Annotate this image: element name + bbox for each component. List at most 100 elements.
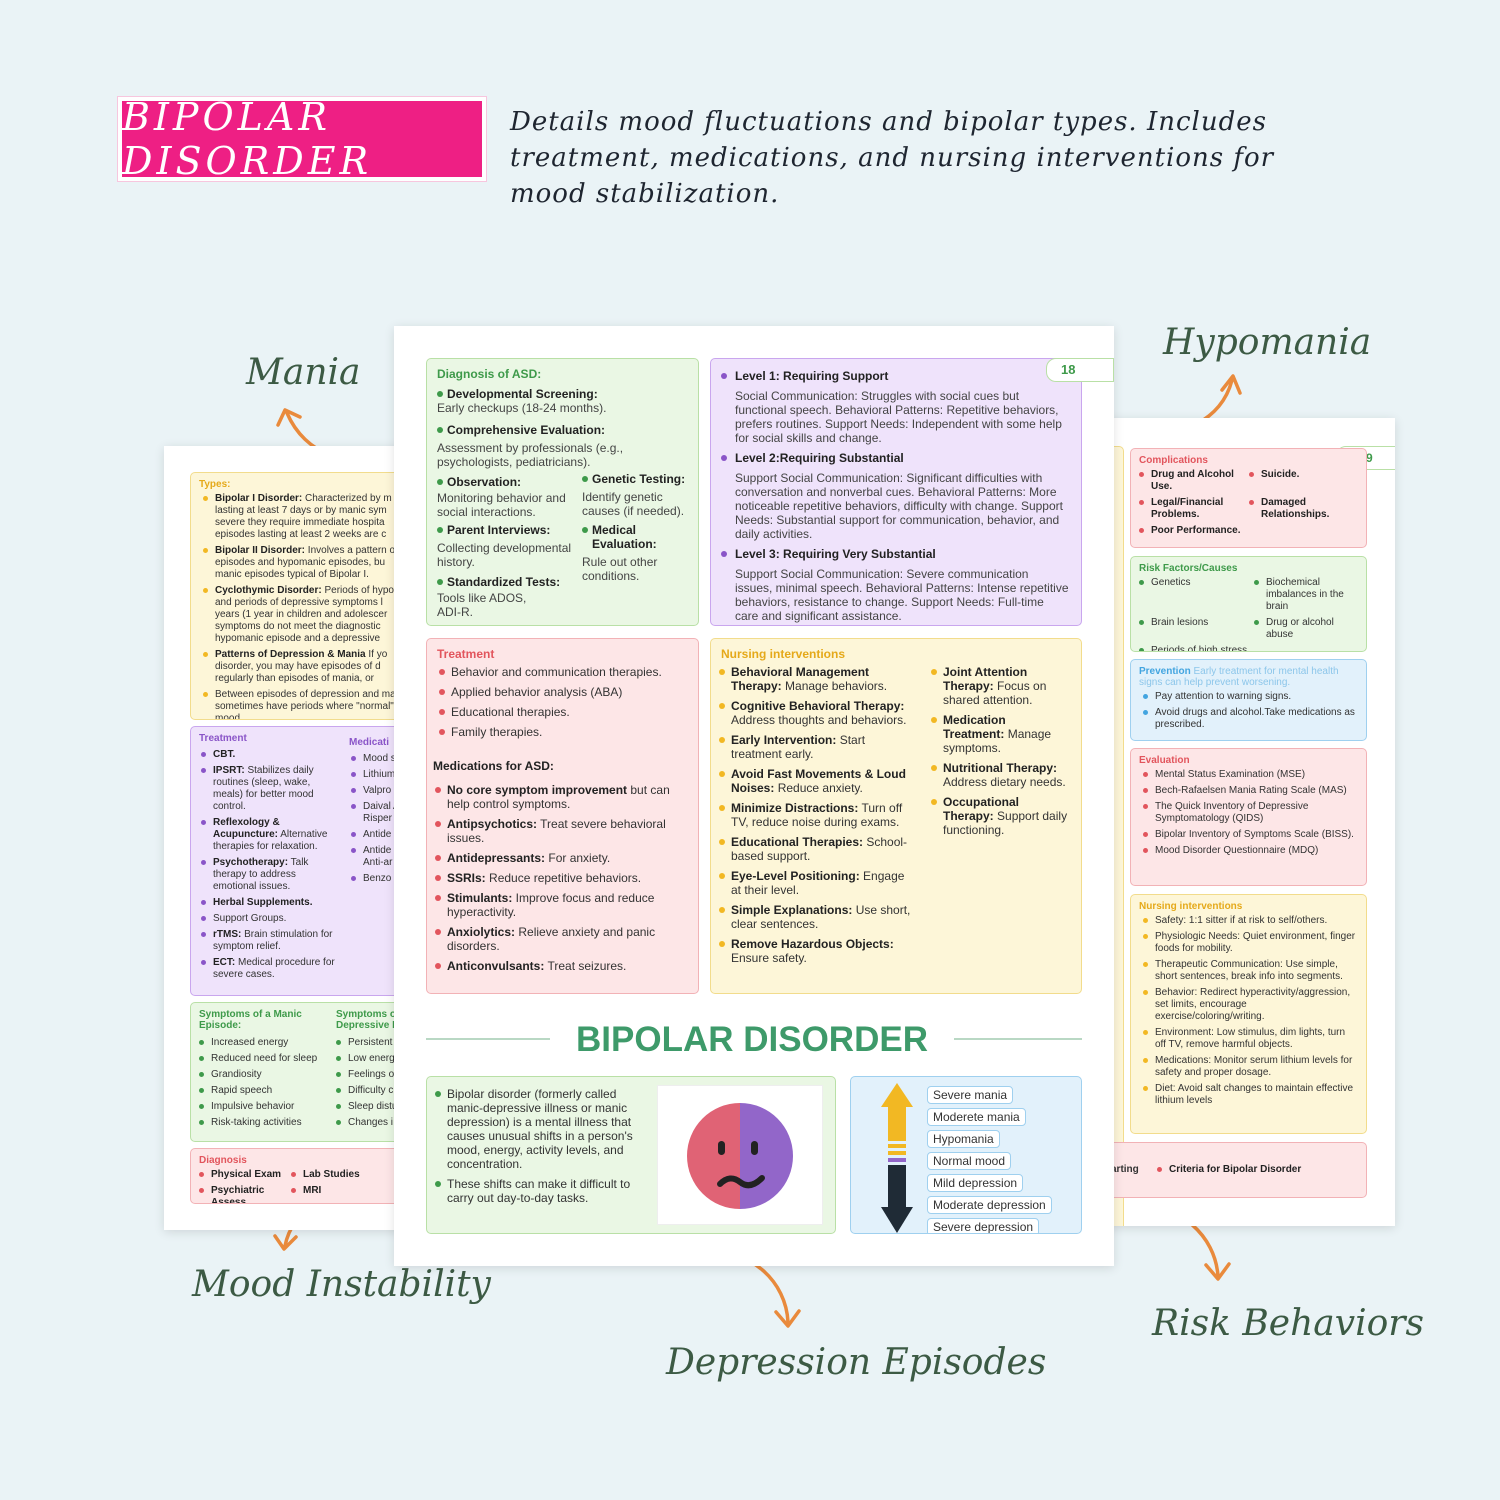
item-label: rTMS:	[213, 929, 242, 940]
item-text: Stabilizes daily routines (sleep, wake, …	[213, 765, 314, 812]
annotation-hypomania: Hypomania	[1163, 322, 1372, 363]
list-item: Eye-Level Positioning: Engage at their l…	[717, 869, 917, 897]
symptoms-box: Symptoms of a Manic Episode: Increased e…	[190, 1002, 404, 1142]
list-item: Behavior: Redirect hyperactivity/aggress…	[1141, 987, 1356, 1023]
item-text: Reduce repetitive behaviors.	[485, 871, 642, 885]
list-item: Psychiatric Assess	[197, 1185, 289, 1204]
criteria-item: Criteria for Bipolar Disorder	[1169, 1164, 1302, 1175]
center-nursing-heading: Nursing interventions	[721, 647, 846, 661]
list-item: Support Groups.	[199, 913, 339, 925]
item-label: Nutritional Therapy:	[943, 761, 1058, 775]
list-item: rTMS: Brain stimulation for symptom reli…	[199, 929, 339, 953]
list-item: SSRIs: Reduce repetitive behaviors.	[433, 871, 692, 885]
list-item: Family therapies.	[437, 725, 688, 739]
list-item: Drug or alcohol abuse	[1252, 617, 1362, 641]
right-sheet: 19 Complications Drug and Alcohol Use.Su…	[1106, 418, 1395, 1226]
item-text: Characterized by m lasting at least 7 da…	[215, 493, 392, 540]
annotation-risk-behaviors: Risk Behaviors	[1152, 1303, 1424, 1344]
list-item: Difficulty c	[334, 1085, 404, 1097]
list-item: Reduced need for sleep	[197, 1053, 332, 1065]
list-item: Bech-Rafaelsen Mania Rating Scale (MAS)	[1141, 785, 1356, 797]
arrow-hypomania-head	[1220, 374, 1242, 395]
asd-med-text: Rule out other conditions.	[582, 555, 658, 583]
list-item: Applied behavior analysis (ABA)	[437, 685, 688, 699]
left-treatment-heading: Treatment	[199, 733, 247, 744]
item-text: Address dietary needs.	[943, 775, 1066, 789]
asd-std-text: Tools like ADOS, ADI-R.	[437, 591, 527, 619]
list-item: Early Intervention: Start treatment earl…	[717, 733, 917, 761]
list-item: Bipolar I Disorder: Characterized by m l…	[201, 493, 404, 541]
center-treatment-box: Treatment Behavior and communication the…	[426, 638, 699, 994]
types-heading: Types:	[199, 479, 231, 490]
item-text: Manage symptoms.	[943, 727, 1052, 755]
item-label: Bipolar II Disorder:	[215, 545, 306, 556]
face-panel	[657, 1085, 823, 1225]
item-label: Cognitive Behavioral Therapy:	[731, 699, 905, 713]
center-treatment-list: Behavior and communication therapies.App…	[427, 665, 698, 739]
list-item: Periods of high stress	[1137, 645, 1252, 651]
list-item: Mood s	[349, 753, 404, 765]
level-title: Level 3: Requiring Very Substantial	[735, 547, 936, 561]
list-item: Feelings o	[334, 1069, 404, 1081]
item-text: Use short, clear sentences.	[731, 903, 911, 931]
right-nursing-box: Nursing interventions Safety: 1:1 sitter…	[1130, 894, 1367, 1134]
list-item: Patterns of Depression & Mania If yo dis…	[201, 649, 404, 685]
asd-gen-label: Genetic Testing:	[592, 472, 686, 486]
item-text: but can help control symptoms.	[447, 783, 670, 811]
right-bottom-list: Criteria for Bipolar Disorder	[1155, 1164, 1301, 1180]
level-title: Level 2:Requiring Substantial	[735, 451, 904, 465]
list-item: Anxiolytics: Relieve anxiety and panic d…	[433, 925, 692, 953]
item-text: Treat seizures.	[544, 959, 627, 973]
list-item: Persistent	[334, 1037, 404, 1049]
list-item: Legal/Financial Problems.	[1137, 497, 1247, 521]
evaluation-box: Evaluation Mental Status Examination (MS…	[1130, 748, 1367, 886]
list-item: No core symptom improvement but can help…	[433, 783, 692, 811]
item-label: Simple Explanations:	[731, 903, 853, 917]
item-label: Poor Performance.	[1151, 525, 1241, 536]
item-label: Lab Studies	[303, 1169, 360, 1180]
complications-list: Drug and Alcohol Use.Suicide.Legal/Finan…	[1131, 469, 1366, 541]
list-item: Antipsychotics: Treat severe behavioral …	[433, 817, 692, 845]
list-item: Educational therapies.	[437, 705, 688, 719]
list-item: Damaged Relationships.	[1247, 497, 1357, 521]
item-label: Medication Treatment:	[943, 713, 1006, 741]
list-item: Poor Performance.	[1137, 525, 1247, 537]
prevention-list: Pay attention to warning signs.Avoid dru…	[1131, 691, 1366, 731]
item-text: Address thoughts and behaviors.	[731, 713, 907, 727]
list-item: Increased energy	[197, 1037, 332, 1049]
annotation-depression-episodes: Depression Episodes	[666, 1342, 1047, 1383]
item-text: Reduce anxiety.	[774, 781, 863, 795]
item-label: Anxiolytics:	[447, 925, 516, 939]
arrow-mood-head	[273, 1234, 298, 1251]
complications-box: Complications Drug and Alcohol Use.Suici…	[1130, 448, 1367, 548]
arrow-depression-head	[774, 1309, 801, 1328]
manic-symptoms-heading: Symptoms of a Manic Episode:	[199, 1009, 302, 1031]
asd-std-label: Standardized Tests:	[447, 575, 561, 589]
item-label: Suicide.	[1261, 469, 1300, 480]
item-label: Stimulants:	[447, 891, 513, 905]
item-text: Turn off TV, reduce noise during exams.	[731, 801, 903, 829]
list-item: Cyclothymic Disorder: Periods of hypo an…	[201, 585, 404, 645]
list-item: Suicide.	[1247, 469, 1357, 493]
item-label: Educational Therapies:	[731, 835, 864, 849]
item-text: Talk therapy to address emotional issues…	[213, 857, 309, 892]
list-item: Valpro	[349, 785, 404, 797]
depressive-symptoms-heading: Symptoms o Depressive E	[336, 1009, 399, 1031]
list-item: Stimulants: Improve focus and reduce hyp…	[433, 891, 692, 919]
prevention-box: Prevention Early treatment for mental he…	[1130, 659, 1367, 741]
item-text: Alternative therapies for relaxation.	[213, 829, 328, 852]
item-label: Psychiatric Assess	[211, 1185, 265, 1204]
evaluation-list: Mental Status Examination (MSE)Bech-Rafa…	[1131, 769, 1366, 857]
list-item: Physical Exam	[197, 1169, 289, 1181]
item-text: If yo disorder, you may have episodes of…	[215, 649, 388, 684]
left-diagnosis-heading: Diagnosis	[199, 1155, 247, 1166]
item-label: Early Intervention:	[731, 733, 837, 747]
list-item: Rapid speech	[197, 1085, 332, 1097]
item-text: Involves a pattern o episodes and hypoma…	[215, 545, 396, 580]
level-text: Support Social Communication: Significan…	[735, 471, 1063, 541]
asd-dev-label: Developmental Screening:	[447, 387, 598, 401]
list-item: The Quick Inventory of Depressive Sympto…	[1141, 801, 1356, 825]
item-label: Bipolar I Disorder:	[215, 493, 303, 504]
